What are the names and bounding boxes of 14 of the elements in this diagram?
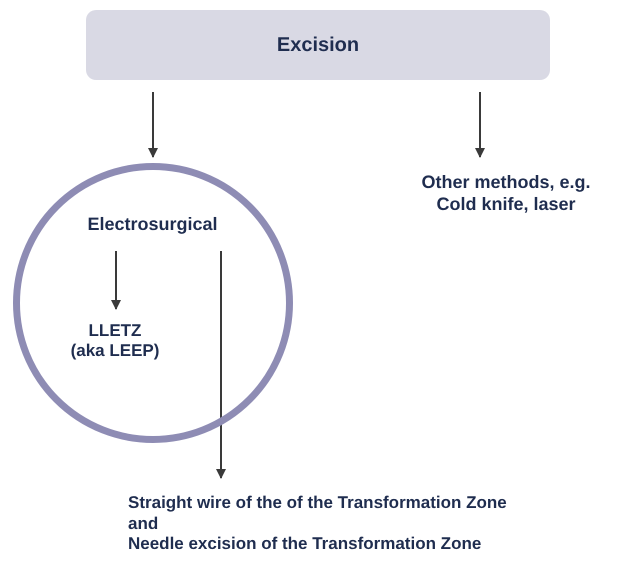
- arrow: [111, 251, 121, 310]
- process-box: [86, 10, 550, 80]
- arrow: [216, 251, 226, 479]
- text-line: LLETZ: [88, 320, 142, 341]
- box-label: Excision: [276, 33, 360, 57]
- text-line: Straight wire of the of the Transformation Zone: [128, 493, 507, 514]
- text-line: Electrosurgical: [87, 214, 218, 236]
- arrow: [475, 92, 485, 158]
- text-line: and: [128, 514, 158, 534]
- category-circle: [13, 163, 293, 443]
- text-line: (aka LEEP): [70, 341, 160, 362]
- arrow: [148, 92, 158, 158]
- text-line: Other methods, e.g. Cold knife, laser: [420, 172, 592, 216]
- text-line: Needle excision of the Transformation Zone: [128, 534, 482, 555]
